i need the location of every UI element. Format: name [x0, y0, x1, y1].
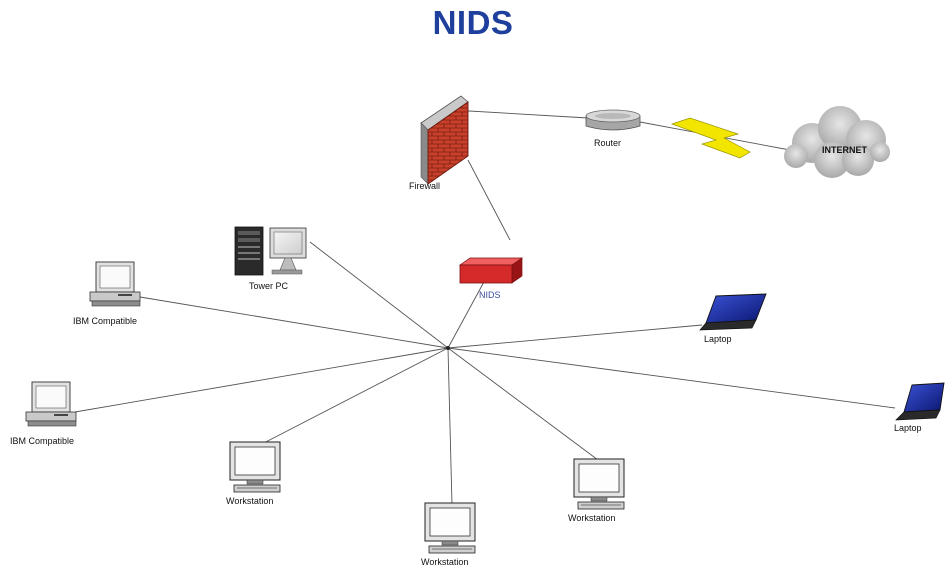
- laptop-icon: [699, 293, 767, 331]
- workstation-icon: [424, 502, 476, 554]
- router-icon: [585, 109, 641, 131]
- cloud-icon: [784, 106, 890, 178]
- lightning-bolt-icon: [670, 117, 751, 159]
- workstation-1-node[interactable]: Workstation: [226, 441, 281, 506]
- firewall-icon: [420, 95, 469, 185]
- ibm-compatible-1-label: IBM Compatible: [73, 316, 137, 326]
- desktop-computer-icon: [25, 381, 77, 427]
- tower-pc-node[interactable]: Tower PC: [234, 226, 307, 291]
- link-hub-ibm2: [74, 347, 449, 413]
- ibm-compatible-2-node[interactable]: IBM Compatible: [10, 381, 77, 446]
- ibm-compatible-1-node[interactable]: IBM Compatible: [73, 261, 141, 326]
- tower-pc-icon: [234, 226, 307, 276]
- link-firewall-nids: [467, 159, 511, 241]
- hub-point: [446, 346, 450, 350]
- nids-label: NIDS: [479, 290, 501, 300]
- link-hub-towerpc: [309, 241, 449, 349]
- laptop-1-node[interactable]: Laptop: [699, 293, 767, 344]
- tower-pc-label: Tower PC: [249, 281, 289, 291]
- router-label: Router: [594, 138, 621, 148]
- workstation-icon: [573, 458, 625, 510]
- link-hub-laptop1: [447, 324, 703, 349]
- workstation-icon: [229, 441, 281, 493]
- workstation-2-node[interactable]: Workstation: [421, 502, 476, 567]
- laptop-icon: [895, 382, 945, 421]
- nids-node[interactable]: NIDS: [458, 257, 524, 300]
- laptop-2-label: Laptop: [894, 423, 922, 433]
- router-node[interactable]: Router: [585, 109, 641, 148]
- nids-device-icon: [458, 257, 524, 284]
- workstation-1-label: Workstation: [226, 496, 273, 506]
- firewall-node[interactable]: Firewall: [409, 95, 469, 191]
- internet-label: INTERNET: [822, 145, 868, 155]
- link-hub-ibm1: [139, 296, 449, 349]
- link-nids-hub: [447, 279, 486, 349]
- laptop-2-node[interactable]: Laptop: [894, 382, 945, 433]
- desktop-computer-icon: [89, 261, 141, 307]
- link-hub-workstation1: [257, 347, 449, 447]
- workstation-3-node[interactable]: Workstation: [568, 458, 625, 523]
- link-firewall-router: [451, 109, 589, 119]
- firewall-label: Firewall: [409, 181, 440, 191]
- ibm-compatible-2-label: IBM Compatible: [10, 436, 74, 446]
- laptop-1-label: Laptop: [704, 334, 732, 344]
- link-hub-laptop2: [447, 347, 896, 409]
- workstation-2-label: Workstation: [421, 557, 468, 567]
- connections: [74, 109, 896, 506]
- internet-node[interactable]: INTERNET: [784, 106, 890, 178]
- workstation-3-label: Workstation: [568, 513, 615, 523]
- link-hub-workstation2: [447, 347, 453, 506]
- diagram-title: NIDS: [432, 4, 514, 41]
- link-hub-workstation3: [447, 347, 599, 461]
